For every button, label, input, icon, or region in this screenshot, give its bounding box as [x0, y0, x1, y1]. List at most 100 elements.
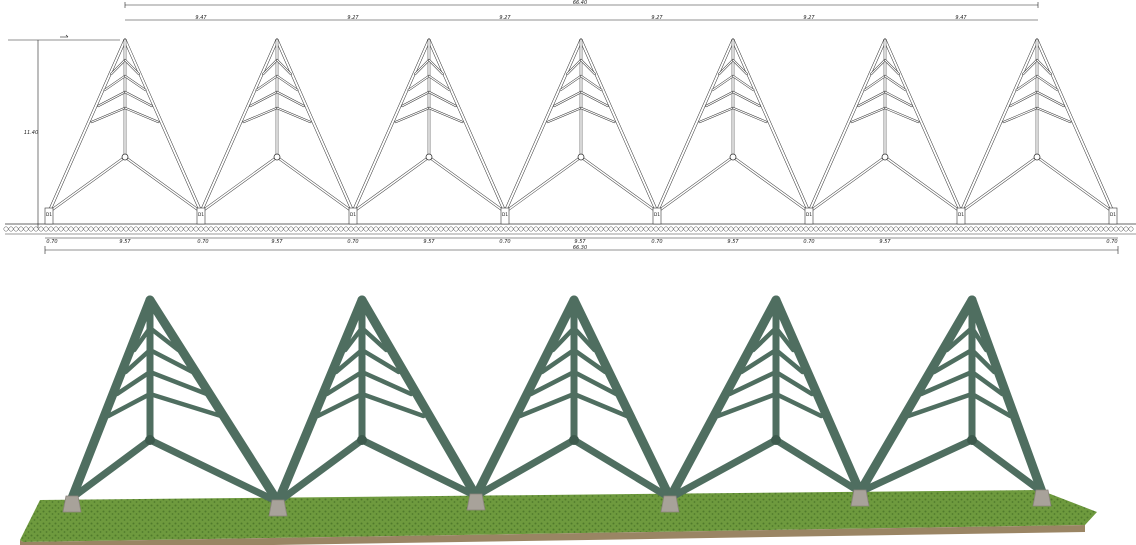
- steel-member: [273, 295, 367, 507]
- ground-hatch-mark: [998, 226, 1004, 232]
- ground-hatch-mark: [208, 226, 214, 232]
- ground-hatch-mark: [523, 226, 529, 232]
- ground-hatch-mark: [1008, 226, 1014, 232]
- ground-hatch-mark: [403, 226, 409, 232]
- truss-member-core: [104, 75, 126, 91]
- steel-member: [528, 369, 577, 397]
- ground-hatch-mark: [873, 226, 879, 232]
- ground-hatch-mark: [373, 226, 379, 232]
- truss-member-core: [200, 156, 278, 213]
- ground-hatch-mark: [268, 226, 274, 232]
- ground-hatch-mark: [573, 226, 579, 232]
- rendered-frame: [855, 295, 1047, 497]
- ground-hatch-mark: [418, 226, 424, 232]
- truss-member-core: [395, 107, 430, 123]
- ground-hatch-mark: [253, 226, 259, 232]
- truss-member-core: [884, 59, 900, 75]
- bottom-span-dim: 0.70: [803, 239, 814, 245]
- ground-hatch-mark: [1068, 226, 1074, 232]
- steel-member: [358, 436, 480, 500]
- truss-member-core: [110, 59, 126, 75]
- truss-member-core: [705, 91, 734, 107]
- bottom-span-dim: 0.70: [197, 239, 208, 245]
- truss-member-core: [352, 39, 430, 213]
- support-label: D1: [654, 212, 660, 218]
- truss-member-core: [1009, 91, 1038, 107]
- ground-hatch-mark: [1028, 226, 1034, 232]
- ground-hatch-mark: [328, 226, 334, 232]
- grass-ground: [20, 490, 1097, 545]
- ground-hatch-mark: [1003, 226, 1009, 232]
- ground-hatch-mark: [648, 226, 654, 232]
- ground-hatch-mark: [853, 226, 859, 232]
- grass-surface: [20, 490, 1097, 542]
- truss-member-core: [91, 107, 126, 123]
- rendered-frame: [471, 295, 675, 503]
- ground-hatch-mark: [893, 226, 899, 232]
- steel-member: [145, 295, 283, 507]
- truss-member-core: [547, 107, 582, 123]
- truss-member-core: [732, 107, 767, 123]
- steel-node: [357, 435, 367, 445]
- bottom-span-dim: 9.57: [574, 239, 586, 245]
- steel-member: [969, 325, 989, 353]
- ground-hatch-mark: [23, 226, 29, 232]
- truss-member-core: [414, 59, 430, 75]
- ground-hatch-mark: [58, 226, 64, 232]
- truss-member-core: [97, 91, 126, 107]
- steel-node: [145, 435, 155, 445]
- truss-member-core: [808, 156, 886, 213]
- ground-hatch-mark: [928, 226, 934, 232]
- ground-hatch-mark: [318, 226, 324, 232]
- ground-hatch-mark: [338, 226, 344, 232]
- ground-hatch-mark: [53, 226, 59, 232]
- ground-hatch-mark: [138, 226, 144, 232]
- ground-hatch-mark: [848, 226, 854, 232]
- ground-hatch-mark: [898, 226, 904, 232]
- truss-node: [729, 153, 737, 161]
- ground-hatch-mark: [968, 226, 974, 232]
- ground-hatch-mark: [478, 226, 484, 232]
- ground-hatch-mark: [43, 226, 49, 232]
- truss-member-core: [656, 156, 734, 213]
- ground-hatch-mark: [463, 226, 469, 232]
- ground-hatch-mark: [438, 226, 444, 232]
- steel-member: [550, 325, 577, 353]
- truss-member-core: [560, 75, 582, 91]
- ground-hatch-mark: [643, 226, 649, 232]
- ground-hatch-mark: [803, 226, 809, 232]
- truss-member-core: [124, 59, 140, 75]
- steel-member: [517, 391, 577, 419]
- ground-hatch-mark: [488, 226, 494, 232]
- steel-member: [750, 325, 779, 353]
- ground-hatch-mark: [983, 226, 989, 232]
- truss-member-core: [656, 39, 734, 213]
- elevation-drawing: 66.40 9.47 9.27 9.27 9.27 9.27 9.47 11.4…: [3, 0, 1136, 254]
- ground-hatch-mark: [938, 226, 944, 232]
- truss-member-core: [249, 91, 278, 107]
- ground-hatch-mark: [353, 226, 359, 232]
- ground-hatch-mark: [263, 226, 269, 232]
- ground-hatch-mark: [448, 226, 454, 232]
- steel-member: [569, 295, 675, 503]
- bottom-span-dim: 0.70: [651, 239, 662, 245]
- ground-hatch-mark: [1053, 226, 1059, 232]
- ground-hatch-mark: [668, 226, 674, 232]
- bottom-span-dim: 0.70: [46, 239, 57, 245]
- ground-hatch-mark: [683, 226, 689, 232]
- support-pad: [956, 207, 966, 225]
- steel-member: [968, 436, 1046, 496]
- support-label: D1: [958, 212, 964, 218]
- truss-node: [1033, 153, 1041, 161]
- truss-member-core: [124, 39, 202, 213]
- ground-hatch-mark: [1093, 226, 1099, 232]
- overall-top-dim: 66.40: [573, 0, 587, 6]
- support-label: D1: [350, 212, 356, 218]
- steel-member: [315, 391, 365, 419]
- steel-member: [918, 369, 975, 397]
- steel-member: [471, 295, 579, 501]
- ground-hatch-mark: [593, 226, 599, 232]
- ground-hatch-mark: [923, 226, 929, 232]
- rendered-frames: [62, 295, 1052, 517]
- ground-hatch-mark: [1108, 226, 1114, 232]
